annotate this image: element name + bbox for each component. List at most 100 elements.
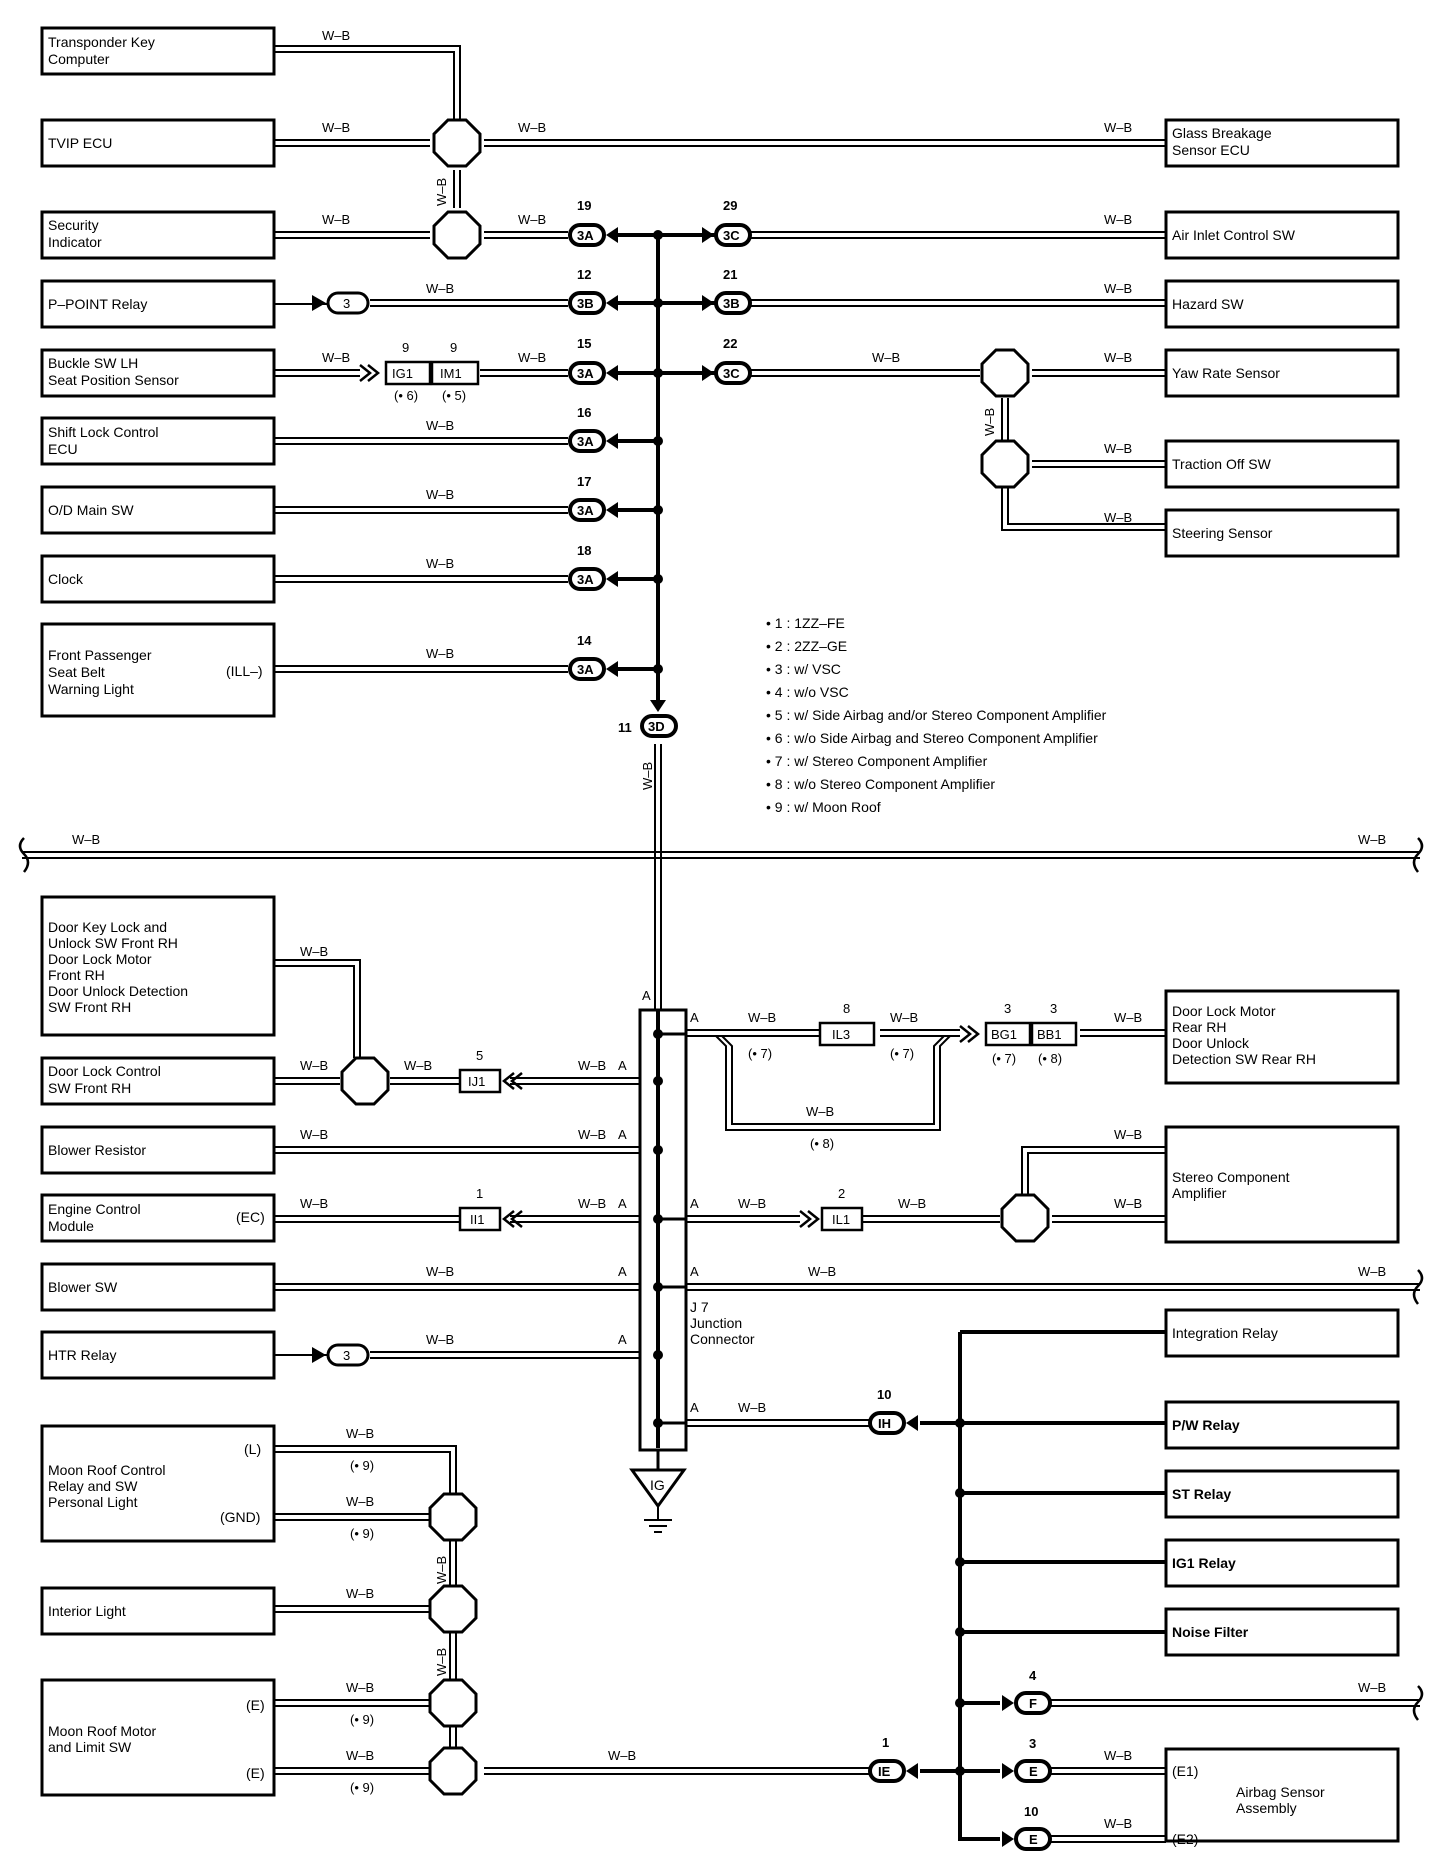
connector-code: 3A bbox=[577, 503, 594, 518]
wire-label: W–B bbox=[1104, 1816, 1132, 1831]
splice bbox=[980, 348, 1030, 398]
pin-number: 16 bbox=[577, 405, 591, 420]
component-blower-resistor: Blower Resistor bbox=[40, 1125, 276, 1175]
wire-label: W–B bbox=[346, 1494, 374, 1509]
splice bbox=[428, 1678, 478, 1728]
component-moon-roof-motor: Moon Roof Motor and Limit SW (E) (E) bbox=[40, 1678, 276, 1797]
plug-pin: 3 bbox=[1004, 1001, 1011, 1016]
connector-code: IE bbox=[878, 1764, 891, 1779]
label-line: Indicator bbox=[48, 234, 102, 250]
pin-number: 3 bbox=[1029, 1736, 1036, 1751]
label-line: O/D Main SW bbox=[48, 502, 134, 518]
wire-label: W–B bbox=[738, 1196, 766, 1211]
label-line: Front Passenger bbox=[48, 647, 152, 663]
plug-connectors: IG1 IM1 9 9 (• 6) (• 5) IJ1 5 II1 1 IL3 … bbox=[359, 340, 1078, 1232]
wire-label: W–B bbox=[322, 212, 350, 227]
component-shift-lock-control-ecu: Shift Lock Control ECU bbox=[40, 416, 276, 466]
note-line: • 9 : w/ Moon Roof bbox=[766, 799, 881, 815]
plug-ig1-im1: IG1 IM1 9 9 (• 6) (• 5) bbox=[359, 340, 480, 403]
wire-label: W–B bbox=[72, 832, 100, 847]
wire-label: W–B bbox=[1358, 832, 1386, 847]
connector-18: 18 3A bbox=[568, 543, 618, 591]
plug-bg1-bb1: BG1 BB1 3 3 (• 7) (• 8) bbox=[959, 1001, 1078, 1066]
splice bbox=[980, 439, 1030, 489]
pin-number: 21 bbox=[723, 267, 737, 282]
wire-label: W–B bbox=[808, 1264, 836, 1279]
plug-code: IL3 bbox=[832, 1027, 850, 1042]
junction-label: Junction bbox=[690, 1315, 742, 1331]
component-st-relay: ST Relay bbox=[1164, 1469, 1400, 1519]
pin-label: A bbox=[618, 1332, 627, 1347]
label-line: Door Lock Motor bbox=[1172, 1003, 1276, 1019]
wire-label: W–B bbox=[806, 1104, 834, 1119]
splice bbox=[428, 1746, 478, 1796]
connector-code: 3A bbox=[577, 662, 594, 677]
connector-code: F bbox=[1029, 1696, 1037, 1711]
note-line: • 6 : w/o Side Airbag and Stereo Compone… bbox=[766, 730, 1098, 746]
connectors: 19 3A 12 3B 15 3A 16 3A 17 3A bbox=[568, 198, 1052, 1851]
wire-label: W–B bbox=[404, 1058, 432, 1073]
label-line: and Limit SW bbox=[48, 1739, 132, 1755]
connector-10-e: 10 E bbox=[1002, 1804, 1052, 1851]
plug-ii1: II1 1 bbox=[458, 1186, 523, 1232]
label-line: Module bbox=[48, 1218, 94, 1234]
plug-pin: 3 bbox=[343, 296, 350, 311]
connector-code: 3C bbox=[723, 228, 740, 243]
wire-label: W–B bbox=[434, 1648, 449, 1676]
plug-pin: 2 bbox=[838, 1186, 845, 1201]
component-front-passenger-seat-belt: Front Passenger Seat Belt Warning Light … bbox=[40, 622, 276, 718]
wire-label: W–B bbox=[1358, 1680, 1386, 1695]
plug-pin: 5 bbox=[476, 1048, 483, 1063]
wire-label: W–B bbox=[640, 762, 655, 790]
component-steering-sensor: Steering Sensor bbox=[1164, 508, 1400, 558]
pin-label: (E) bbox=[246, 1697, 265, 1713]
label-line: Shift Lock Control bbox=[48, 424, 159, 440]
splice bbox=[432, 118, 482, 168]
label-line: Door Lock Motor bbox=[48, 951, 152, 967]
splice-points bbox=[340, 118, 1050, 1796]
bus-continuation-marks bbox=[18, 837, 1424, 1721]
wire-label: W–B bbox=[322, 350, 350, 365]
wire-label: W–B bbox=[738, 1400, 766, 1415]
label-line: Personal Light bbox=[48, 1494, 138, 1510]
pin-label: A bbox=[618, 1127, 627, 1142]
pin-label: A bbox=[618, 1058, 627, 1073]
connector-code: 3A bbox=[577, 434, 594, 449]
label-line: Traction Off SW bbox=[1172, 456, 1272, 472]
component-security-indicator: Security Indicator bbox=[40, 210, 276, 260]
component-yaw-rate-sensor: Yaw Rate Sensor bbox=[1164, 348, 1400, 398]
connector-19: 19 3A bbox=[568, 198, 618, 247]
wire-label: W–B bbox=[300, 1196, 328, 1211]
connector-21: 21 3B bbox=[702, 267, 752, 315]
pin-number: 17 bbox=[577, 474, 591, 489]
component-hazard-sw: Hazard SW bbox=[1164, 279, 1400, 329]
wire-label: W–B bbox=[346, 1748, 374, 1763]
label-line: Front RH bbox=[48, 967, 105, 983]
label-line: Transponder Key bbox=[48, 34, 155, 50]
wire-label: W–B bbox=[1358, 1264, 1386, 1279]
pin-number: 19 bbox=[577, 198, 591, 213]
connector-code: E bbox=[1029, 1764, 1038, 1779]
wire-labels-vertical: W–B W–B W–B W–B W–B bbox=[434, 178, 997, 1676]
connector-12: 12 3B bbox=[568, 267, 618, 315]
wire-labels: W–B W–B W–B W–B W–B W–B W–B W–B W–B W–B … bbox=[72, 28, 1386, 1831]
wire-label: W–B bbox=[578, 1058, 606, 1073]
component-p-point-relay: P–POINT Relay bbox=[40, 279, 276, 329]
wire-label: W–B bbox=[1104, 510, 1132, 525]
pin-label: (ILL–) bbox=[226, 663, 263, 679]
label-line: Sensor ECU bbox=[1172, 142, 1250, 158]
label-line: Moon Roof Control bbox=[48, 1462, 166, 1478]
plug-code: II1 bbox=[470, 1212, 484, 1227]
pin-label: (E1) bbox=[1172, 1763, 1198, 1779]
component-stereo-component-amplifier: Stereo Component Amplifier bbox=[1164, 1125, 1400, 1244]
wire-label: W–B bbox=[346, 1426, 374, 1441]
connector-11: 11 3D bbox=[618, 700, 678, 738]
connector-code: 3B bbox=[723, 296, 740, 311]
connector-1-ie: 1 IE bbox=[868, 1735, 918, 1783]
component-air-inlet-control-sw: Air Inlet Control SW bbox=[1164, 210, 1400, 260]
label-line: Warning Light bbox=[48, 681, 134, 697]
label-line: Buckle SW LH bbox=[48, 355, 138, 371]
wire-label: W–B bbox=[890, 1010, 918, 1025]
component-transponder-key-computer: Transponder Key Computer bbox=[40, 26, 276, 76]
wire-label: W–B bbox=[346, 1680, 374, 1695]
